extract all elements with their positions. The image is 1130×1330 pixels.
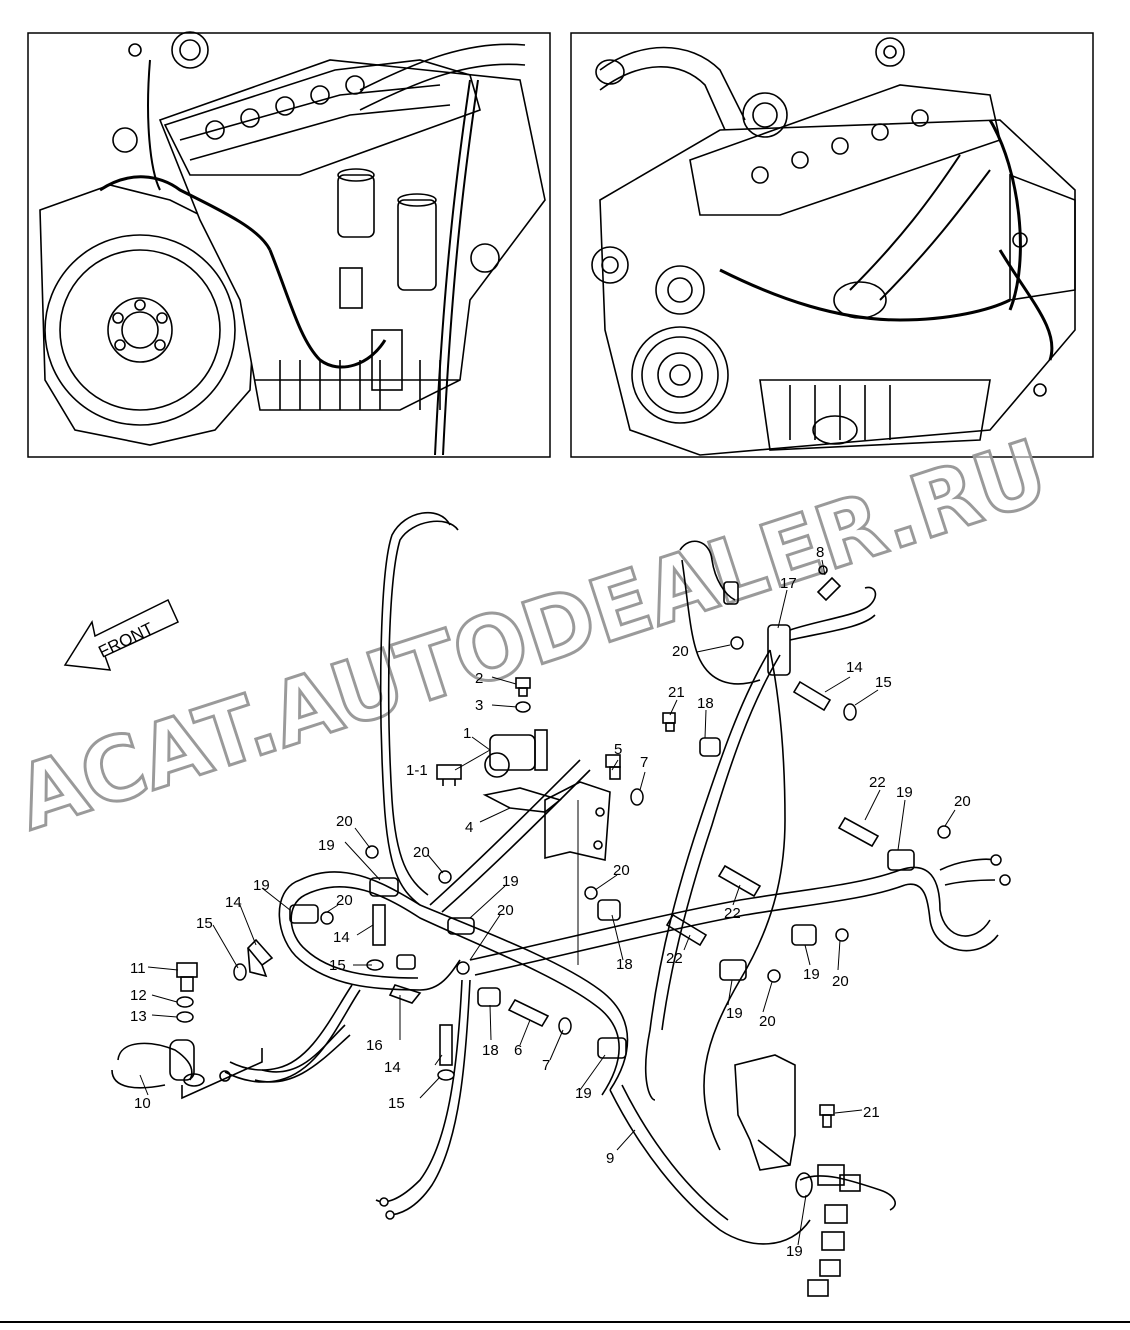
callout-20b: 20: [413, 844, 430, 861]
callout-19d: 19: [575, 1085, 592, 1102]
callout-5: 5: [614, 741, 622, 758]
callout-12: 12: [130, 987, 147, 1004]
callout-20d: 20: [497, 902, 514, 919]
callout-20c: 20: [336, 892, 353, 909]
callout-7b: 7: [542, 1057, 550, 1074]
callout-19e: 19: [726, 1005, 743, 1022]
callout-13: 13: [130, 1008, 147, 1025]
callout-4: 4: [465, 819, 473, 836]
callout-22b: 22: [724, 905, 741, 922]
callout-18b: 18: [616, 956, 633, 973]
callout-20f: 20: [672, 643, 689, 660]
callout-14d: 14: [846, 659, 863, 676]
front-arrow-icon: [63, 598, 179, 671]
callout-18a: 18: [482, 1042, 499, 1059]
callout-18c: 18: [697, 695, 714, 712]
callout-20e: 20: [613, 862, 630, 879]
callout-labels: 1 1-1 2 3 4 5 6 7 7 8 9 10 11 12 13 14 1…: [130, 544, 971, 1260]
callout-15d: 15: [875, 674, 892, 691]
callout-2: 2: [475, 670, 483, 687]
callout-1: 1: [463, 725, 471, 742]
callout-9: 9: [606, 1150, 614, 1167]
callout-20g: 20: [954, 793, 971, 810]
callout-22a: 22: [869, 774, 886, 791]
callout-19c: 19: [502, 873, 519, 890]
callout-21a: 21: [668, 684, 685, 701]
callout-14c: 14: [384, 1059, 401, 1076]
callout-14a: 14: [225, 894, 242, 911]
callout-7a: 7: [640, 754, 648, 771]
front-arrow: FRONT: [63, 598, 179, 671]
callout-10: 10: [134, 1095, 151, 1112]
harness-assembly: [111, 511, 999, 1297]
callout-22c: 22: [666, 950, 683, 967]
callout-15b: 15: [329, 957, 346, 974]
callout-21b: 21: [863, 1104, 880, 1121]
callout-15c: 15: [388, 1095, 405, 1112]
callout-14b: 14: [333, 929, 350, 946]
callout-1-1: 1-1: [406, 762, 428, 779]
callout-11: 11: [130, 960, 146, 977]
callout-20a: 20: [336, 813, 353, 830]
washers-nuts: [176, 636, 1011, 1220]
callout-17: 17: [780, 575, 797, 592]
callout-20i: 20: [759, 1013, 776, 1030]
engine-view-left: [27, 31, 551, 458]
callout-16: 16: [366, 1037, 383, 1054]
callout-3: 3: [475, 697, 483, 714]
callout-19b: 19: [318, 837, 335, 854]
callout-19h: 19: [786, 1243, 803, 1260]
engine-view-right: [570, 32, 1094, 458]
callout-19g: 19: [896, 784, 913, 801]
callout-8: 8: [816, 544, 824, 561]
callout-19f: 19: [803, 966, 820, 983]
callout-20h: 20: [832, 973, 849, 990]
callout-6: 6: [514, 1042, 522, 1059]
leader-lines: [139, 559, 956, 1246]
callout-19a: 19: [253, 877, 270, 894]
callout-15a: 15: [196, 915, 213, 932]
